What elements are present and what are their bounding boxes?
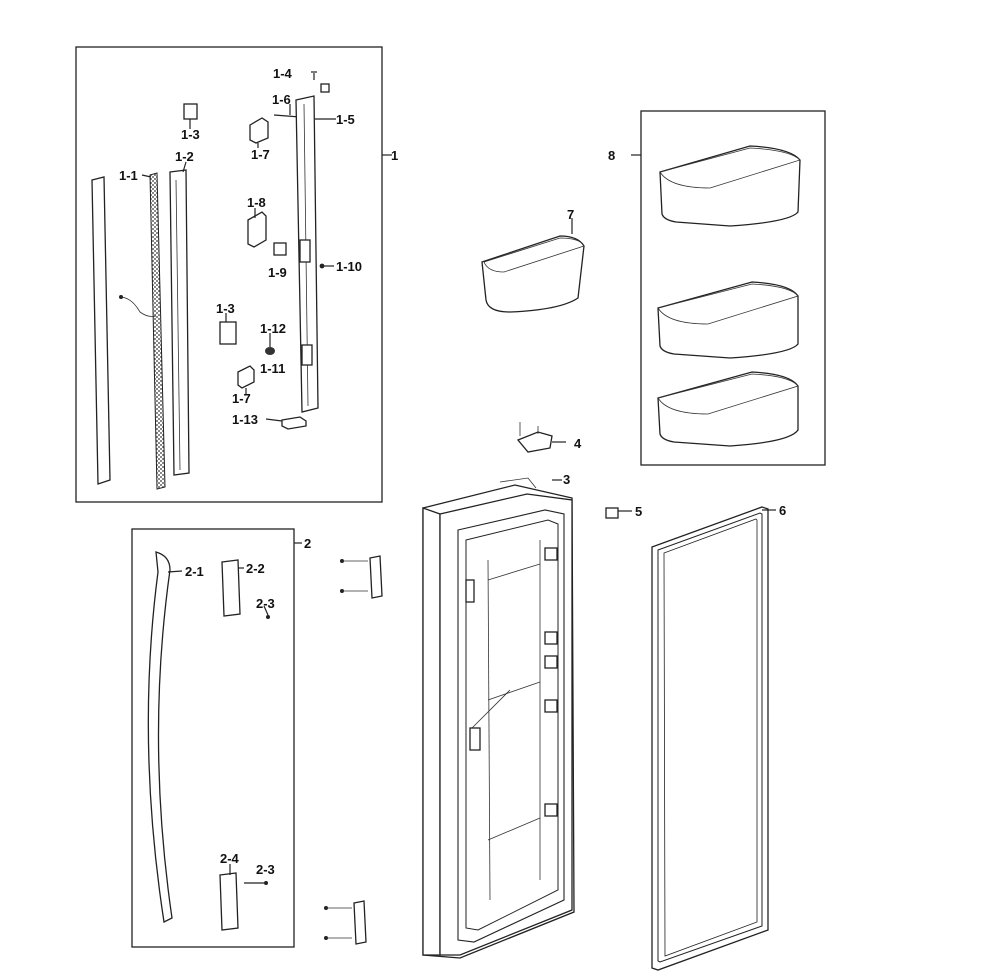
part-6-gasket (651, 506, 769, 971)
callout-1-8: 1-8 (247, 195, 266, 210)
part-1-7-upper (249, 117, 269, 144)
callout-2-2: 2-2 (246, 561, 265, 576)
callout-1-10: 1-10 (336, 259, 363, 274)
part-3-door (422, 477, 575, 959)
part-1-13 (281, 416, 307, 430)
callout-2-3-upper: 2-3 (256, 596, 275, 611)
callout-1-12: 1-12 (260, 321, 287, 336)
callout-2: 2 (304, 536, 312, 551)
group-box-2 (131, 528, 295, 948)
part-1-9 (273, 242, 287, 256)
callout-1-2: 1-2 (175, 149, 194, 164)
part-1-7-lower (237, 365, 255, 389)
callout-6: 6 (779, 503, 787, 518)
part-2-1-handle (147, 551, 173, 923)
part-2-4-bracket (219, 872, 239, 931)
part-8-bin-top (659, 145, 801, 227)
callout-1: 1 (391, 148, 399, 163)
part-1-11 (265, 347, 275, 355)
callout-7: 7 (567, 207, 575, 222)
callout-1-11: 1-11 (260, 361, 286, 376)
callout-1-9: 1-9 (268, 265, 287, 280)
callout-1-7-upper: 1-7 (251, 147, 270, 162)
group-box-1 (75, 46, 383, 503)
part-8-bin-middle (657, 281, 799, 359)
part-5 (605, 507, 619, 519)
part-1-1-cover (91, 176, 111, 485)
callout-2-1: 2-1 (185, 564, 204, 579)
callout-4: 4 (574, 436, 582, 451)
part-4 (516, 431, 553, 453)
callout-1-3-upper: 1-3 (181, 127, 200, 142)
part-2-2-bracket (221, 559, 241, 617)
callout-8: 8 (608, 148, 616, 163)
callout-1-1: 1-1 (119, 168, 138, 183)
group-box-8 (640, 110, 826, 466)
callout-2-3-lower: 2-3 (256, 862, 275, 877)
part-1-2-frame (169, 169, 190, 476)
callout-1-6: 1-6 (272, 92, 291, 107)
part-8-bin-bottom (657, 371, 799, 447)
part-7-bin (481, 235, 585, 313)
callout-1-3-lower: 1-3 (216, 301, 235, 316)
callout-1-7-lower: 1-7 (232, 391, 251, 406)
callout-2-4: 2-4 (220, 851, 239, 866)
callout-5: 5 (635, 504, 643, 519)
part-1-1-panel (149, 172, 166, 490)
part-1-8 (247, 211, 267, 248)
callout-1-5: 1-5 (336, 112, 355, 127)
part-1-3-upper (183, 103, 198, 120)
callout-1-13: 1-13 (232, 412, 259, 427)
part-1-3-lower (219, 321, 237, 345)
callout-3: 3 (563, 472, 571, 487)
callout-1-4: 1-4 (273, 66, 292, 81)
